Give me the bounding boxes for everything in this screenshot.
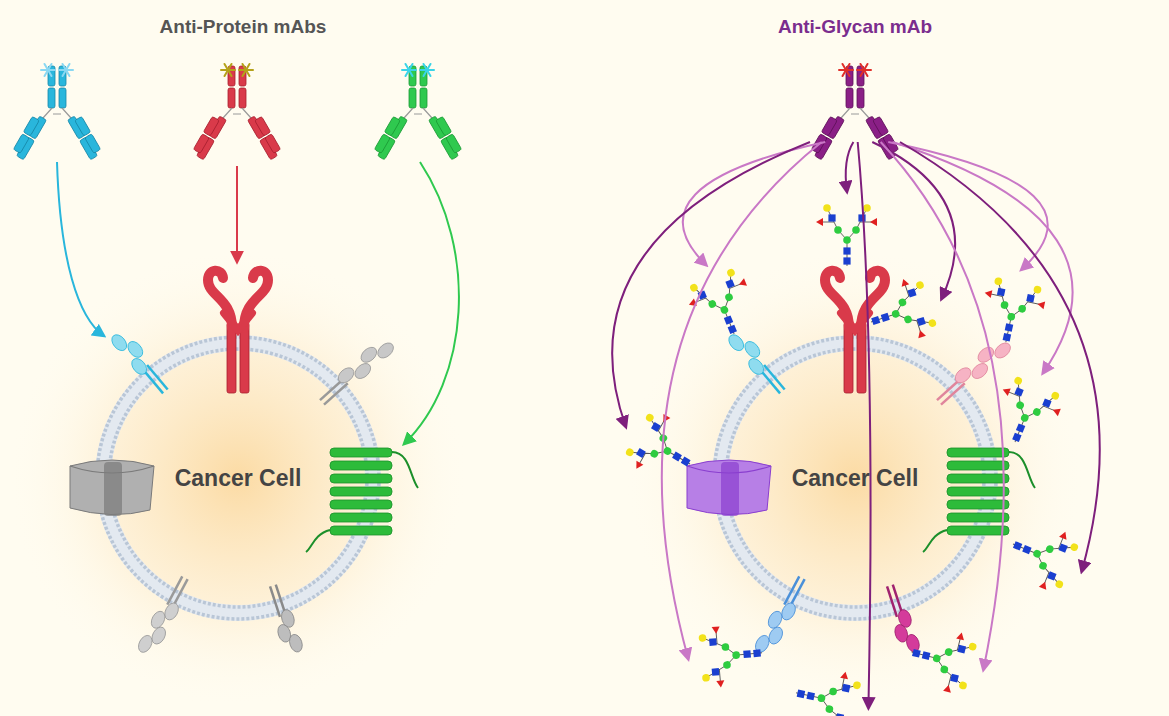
binding-arrow <box>612 142 810 427</box>
glycan <box>904 622 979 696</box>
cell-label: Cancer Cell <box>175 465 302 492</box>
binding-arrow <box>662 142 822 659</box>
binding-arrow <box>881 142 1004 670</box>
binding-site <box>857 64 871 76</box>
receptor <box>825 271 885 393</box>
seven-tm-receptor <box>923 448 1035 552</box>
binding-site <box>839 64 853 76</box>
receptor <box>109 327 173 398</box>
glycan <box>1002 515 1082 595</box>
seven-tm-receptor <box>306 448 418 552</box>
receptor <box>208 271 268 393</box>
binding-arrow <box>404 162 459 444</box>
glycan <box>698 623 765 689</box>
receptor <box>263 582 304 656</box>
antibody <box>11 66 102 160</box>
binding-site <box>59 64 73 76</box>
binding-arrow <box>683 142 826 265</box>
binding-arrow <box>236 166 238 262</box>
binding-site <box>420 64 434 76</box>
binding-site <box>41 64 55 76</box>
binding-site <box>239 64 253 76</box>
cell-glow <box>625 248 1085 708</box>
binding-arrow <box>893 142 1073 373</box>
receptor <box>932 334 1013 410</box>
panel-heading: Anti-Glycan mAb <box>778 16 932 38</box>
antibody <box>191 66 282 160</box>
ion-channel <box>70 460 154 516</box>
binding-arrow <box>57 162 104 336</box>
receptor <box>136 573 194 658</box>
binding-arrow <box>858 142 871 708</box>
receptor <box>315 334 396 410</box>
ion-channel <box>687 460 771 516</box>
binding-arrow <box>872 142 955 299</box>
glycan <box>861 273 939 350</box>
glycan <box>816 204 877 266</box>
cell-glow <box>8 248 468 708</box>
binding-site <box>221 64 235 76</box>
antibody <box>809 66 900 160</box>
glycan <box>986 373 1066 453</box>
cell-label: Cancer Cell <box>792 465 919 492</box>
receptor <box>880 582 921 656</box>
binding-arrow <box>846 142 854 192</box>
receptor <box>753 573 811 658</box>
receptor <box>726 327 790 398</box>
glycan <box>790 663 863 716</box>
binding-site <box>402 64 416 76</box>
panel-heading: Anti-Protein mAbs <box>160 16 327 38</box>
antibody <box>372 66 463 160</box>
